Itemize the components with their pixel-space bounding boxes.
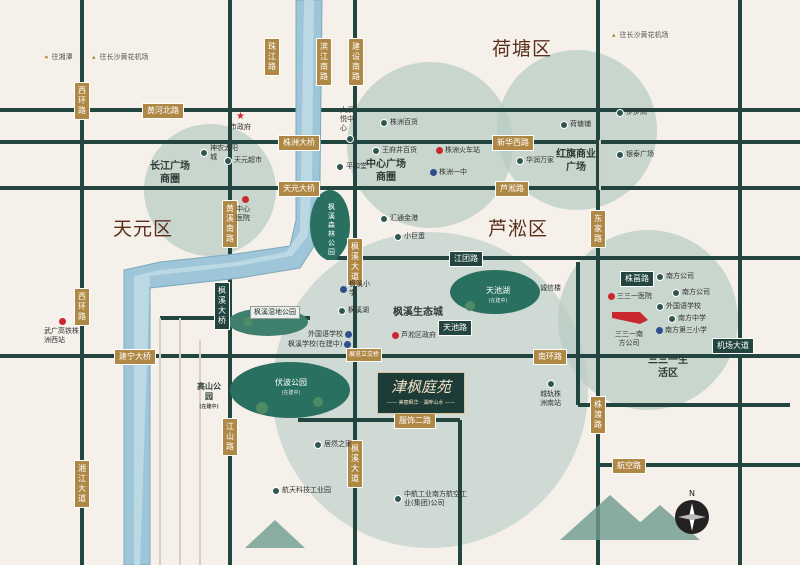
- park-gaoshan-note: (在建中): [199, 404, 219, 410]
- zhongxin-circle: [347, 62, 513, 228]
- road-fushi: 服饰二路: [394, 413, 436, 429]
- road-jianshe: 建设南路: [348, 38, 364, 86]
- project-name: 津枫庭苑: [390, 378, 451, 396]
- road-jiangshan: 江山路: [222, 418, 238, 456]
- park-wetland: 枫溪湿地公园: [250, 306, 300, 319]
- poi-chenghuang: 诚信楼: [540, 284, 561, 292]
- project-subtitle: —— 美丽枫华 · 湖畔山水 ——: [387, 400, 455, 406]
- compass-icon: N: [675, 489, 709, 534]
- note-airport-right: ▴往长沙黄花机场: [612, 31, 669, 39]
- road-zhufu: 株畐路: [620, 271, 654, 287]
- park-fubo-note: (在建中): [281, 390, 301, 396]
- airport-plane: [612, 312, 648, 324]
- hongqi-circle: [497, 50, 657, 210]
- poi-nanfang-primary: 南方第三小学: [656, 326, 707, 335]
- road-xihuan-top: 西环路: [74, 82, 90, 120]
- poi-pinghe: 平和堂: [336, 162, 367, 171]
- road-xinhua: 新华西路: [492, 135, 534, 151]
- poi-lusong-gov: 芦淞区政府: [392, 331, 436, 340]
- road-binjiang: 滨江南路: [316, 38, 332, 86]
- district-sansanyi: 三三一生活区: [648, 355, 688, 379]
- road-huangxi: 黄溪南路: [222, 200, 238, 248]
- poi-yinzuo: 银泰广场: [616, 150, 654, 159]
- poi-xiaojuqi: 小巨蛋: [394, 232, 425, 241]
- district-tianyuan: 天元区: [113, 218, 174, 240]
- project-badge[interactable]: 津枫庭苑 —— 美丽枫华 · 湖畔山水 ——: [377, 372, 465, 414]
- poi-zhuzhou-yizhong: 株洲一中: [430, 168, 467, 177]
- poi-nanfang-middle: 南方中学: [668, 314, 706, 323]
- note-west: ◂往湘潭: [44, 53, 73, 61]
- road-xiangjiang: 湘江大道: [74, 460, 90, 508]
- park-fengxi-forest: 枫溪森林公园: [326, 200, 337, 260]
- poi-fengxi-school: 枫溪小学: [340, 280, 371, 298]
- poi-shenlong: 神农太阳城: [200, 144, 238, 162]
- poi-nanfang-gs-2: 南方公司: [672, 288, 710, 297]
- mall-fengxi: 枫溪生态城: [393, 307, 443, 318]
- poi-fengxi-lake: 枫溪湖: [338, 306, 369, 315]
- poi-dadian: 大汉悦中心: [340, 106, 360, 143]
- poi-huajinshi: 汇通金港: [380, 214, 418, 223]
- poi-nanfang-company: 三三一南方公司: [615, 330, 643, 347]
- poi-hospital331: 三三一医院: [608, 292, 652, 301]
- poi-hetangbuxing: 荷塘铺: [560, 120, 591, 129]
- poi-hospital: 中心医院: [236, 196, 254, 223]
- district-hetang: 荷塘区: [492, 38, 553, 60]
- poi-huarun: 华润万家: [516, 156, 554, 165]
- poi-chengjiao: 城轨株洲南站: [540, 380, 562, 408]
- poi-nanfang-gs: 南方公司: [656, 272, 694, 281]
- park-fubo-label: 伏波公园: [275, 378, 307, 387]
- road-tianyuan-bridge: 天元大桥: [278, 181, 320, 197]
- road-lusong: 芦淞路: [495, 181, 529, 197]
- poi-wanggu: 王府井百货: [372, 146, 417, 155]
- park-gaoshan-label: 高山公园: [197, 382, 221, 401]
- poi-hangtian: 航天科技工业园: [272, 486, 331, 495]
- road-jiangjun: 江团路: [449, 251, 483, 267]
- road-fengxi-ave: 枫溪大道: [347, 238, 363, 286]
- road-tianchi: 天池路: [438, 320, 472, 336]
- road-zhudu: 株渡路: [590, 396, 606, 434]
- mall-changjiang: 长江广场商圈: [150, 161, 190, 185]
- mall-hongqi: 红旗商业广场: [556, 149, 596, 173]
- road-zhujiang: 珠江路: [264, 38, 280, 76]
- poi-shiyan: 外国语学校: [308, 330, 352, 339]
- poi-fuzhengfu: ★市政府: [230, 111, 251, 132]
- poi-fengxi-elem: 枫溪学校(在建中): [288, 340, 352, 349]
- road-huanghe: 黄河北路: [142, 103, 184, 119]
- road-fengxi-ave-south: 枫溪大道: [347, 440, 363, 488]
- road-hangkong: 航空路: [612, 458, 646, 474]
- road-jichang: 机场大道: [712, 338, 754, 354]
- poi-bubugao: 步步高: [616, 108, 647, 117]
- road-dongjia: 东家路: [590, 210, 606, 248]
- poi-zhonghang: 中航工业南方航空工业(集团)公司: [394, 490, 472, 508]
- mall-zhongxin: 中心广场商圈: [366, 159, 406, 183]
- district-lusong: 芦淞区: [488, 218, 549, 240]
- road-jianning-bridge: 建宁大桥: [114, 349, 156, 365]
- note-airport-left: ▴往长沙黄花机场: [92, 53, 149, 61]
- road-zhanlan: 展览立交桥: [346, 348, 383, 362]
- poi-wuguang: 武广高铁株洲西站: [44, 318, 80, 345]
- park-tianchi-label: 天池湖: [486, 286, 510, 295]
- road-nanhuan: 南环路: [533, 349, 567, 365]
- poi-tianyuan-super: 天元超市: [224, 156, 262, 165]
- poi-zhuzhou-baihuo: 株洲百货: [380, 118, 418, 127]
- park-tianchi-note: (在建中): [488, 298, 508, 304]
- road-fengxi-bridge: 枫溪大桥: [214, 282, 230, 330]
- road-xihuan: 西环路: [74, 288, 90, 326]
- park-fubo: 伏波公园 (在建中): [268, 378, 314, 398]
- poi-railway: 株洲火车站: [436, 146, 480, 155]
- compass-label: N: [689, 489, 695, 498]
- poi-jiaoran: 居然之家: [314, 440, 352, 449]
- road-zhuzhou-bridge: 株洲大桥: [278, 135, 320, 151]
- poi-waiguoyu: 外国语学校: [656, 302, 701, 311]
- park-tianchi: 天池湖 (在建中): [478, 286, 518, 306]
- park-gaoshan: 高山公园 (在建中): [197, 382, 221, 412]
- compass-star-icon: [678, 503, 706, 531]
